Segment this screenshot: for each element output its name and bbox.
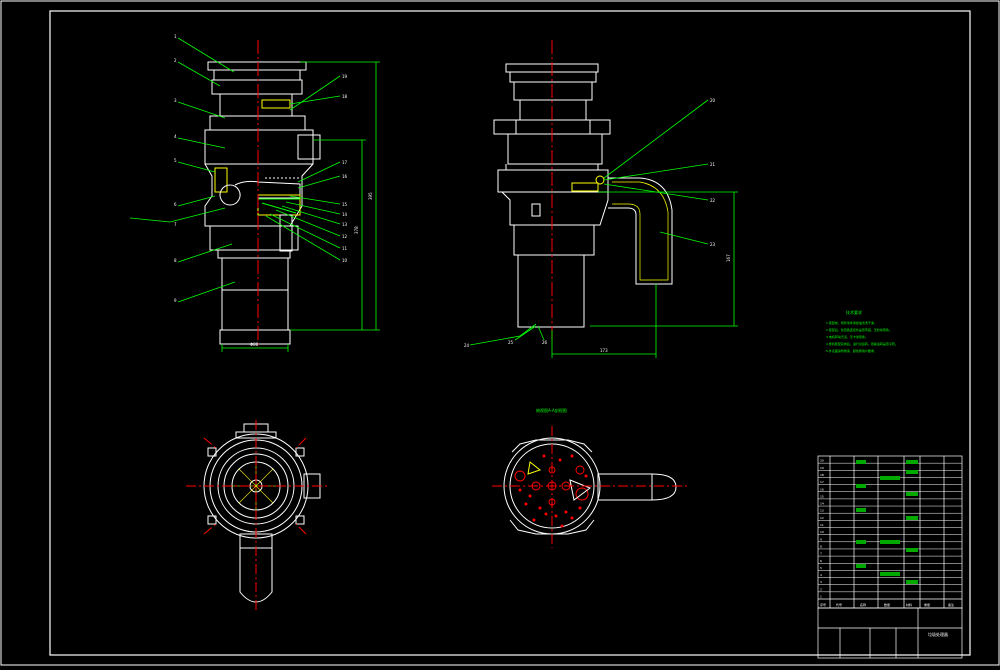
section-title: 俯视图A-A剖视图 [536, 407, 567, 413]
top-view-centerlines [186, 420, 328, 612]
label-11: 11 [342, 246, 348, 251]
notes-title: 技术要求 [846, 309, 862, 315]
bom-row-number: 14 [820, 502, 824, 506]
notes-line-1: 1.装配前，所有零件用煤油清洗干净。 [826, 320, 877, 325]
label-8: 8 [174, 258, 177, 263]
top-view [203, 423, 321, 603]
inner-frame [49, 10, 971, 656]
bom-row-number: 18 [820, 473, 824, 477]
label-7: 7 [174, 222, 177, 227]
bom-row-number: 2 [820, 587, 822, 591]
bom-row-number: 6 [820, 559, 822, 563]
bom-row-number: 13 [820, 509, 824, 513]
dim-right-width: 173 [600, 348, 608, 353]
label-14: 14 [342, 212, 348, 217]
label-2: 2 [174, 58, 177, 63]
front-dimensions [221, 61, 380, 352]
label-16: 16 [342, 174, 348, 179]
bom-row-number: 15 [820, 494, 824, 498]
label-24: 24 [464, 343, 470, 348]
bom-row-number: 7 [820, 552, 822, 556]
bom-row-number: 12 [820, 516, 824, 520]
dim-left-width: Φ88 [250, 342, 259, 347]
bom-green-marks [856, 460, 918, 584]
label-23: 23 [710, 242, 716, 247]
label-21: 21 [710, 162, 716, 167]
bom-row-number: 11 [820, 523, 824, 527]
notes-line-5: 5.外表面涂防锈漆，颜色按用户要求。 [826, 348, 877, 353]
bom-header-weight: 重量 [924, 602, 930, 607]
label-5: 5 [174, 158, 177, 163]
bom-header: 序号 代号 名称 数量 材料 重量 备注 [820, 602, 954, 607]
label-9: 9 [174, 298, 177, 303]
label-22: 22 [710, 198, 716, 203]
bom-header-material: 材料 [906, 602, 912, 607]
notes-line-4: 4.整机装配完成后，进行试运转，观察运转是否平稳。 [826, 341, 898, 346]
section-aa-dots [518, 454, 588, 528]
bom-row-number: 10 [820, 530, 824, 534]
bom-row-number: 20 [820, 459, 824, 463]
front-leaders [129, 37, 341, 303]
front-dim-text: 395 378 Φ88 [250, 192, 373, 347]
bom-row-number: 5 [820, 566, 822, 570]
bom-row-number: 8 [820, 544, 822, 548]
bill-of-materials [817, 455, 963, 659]
bom-row-number: 17 [820, 480, 824, 484]
bom-row-lines [818, 462, 962, 593]
dim-left-height: 395 [368, 192, 373, 200]
label-1: 1 [174, 34, 177, 39]
side-view [493, 63, 673, 328]
label-10: 10 [342, 258, 348, 263]
label-17: 17 [342, 160, 348, 165]
side-label-numbers: 20 21 22 23 24 25 26 167 173 [464, 98, 731, 353]
bom-row-number: 3 [820, 580, 822, 584]
label-20: 20 [710, 98, 716, 103]
label-3: 3 [174, 98, 177, 103]
front-section-view [204, 61, 321, 345]
technical-notes: 技术要求 1.装配前，所有零件用煤油清洗干净。 2.装配后，检查各连接处是否牢固… [826, 309, 898, 353]
bom-numbers: 20 19 18 17 16 15 14 13 12 11 10 9 8 7 6 5 4 3 2 1 [820, 459, 824, 599]
side-leaders [469, 99, 738, 358]
bom-header-code: 代号 [836, 602, 842, 607]
notes-line-3: 3.电机转动灵活，无卡滞现象。 [826, 334, 868, 339]
label-4: 4 [174, 134, 177, 139]
label-12: 12 [342, 234, 348, 239]
label-6: 6 [174, 202, 177, 207]
label-13: 13 [342, 222, 348, 227]
bom-row-number: 1 [820, 595, 822, 599]
bom-header-qty: 数量 [884, 602, 890, 607]
front-label-numbers: 1 2 3 4 5 6 7 8 9 19 18 17 16 15 14 13 1… [174, 34, 348, 303]
dim-left-height2: 378 [354, 226, 359, 234]
bom-row-number: 16 [820, 487, 824, 491]
bom-row-number: 19 [820, 466, 824, 470]
bom-row-number: 4 [820, 573, 822, 577]
notes-line-2: 2.装配后，检查各连接处是否牢固，无松动现象。 [826, 327, 892, 332]
label-25: 25 [508, 340, 514, 345]
section-aa-centerlines [492, 426, 690, 548]
bom-header-no: 序号 [820, 602, 826, 607]
bom-row-number: 9 [820, 537, 822, 541]
title-block-name: 垃圾处理器 [928, 631, 948, 637]
bom-header-name: 名称 [860, 602, 866, 607]
label-15: 15 [342, 202, 348, 207]
label-26: 26 [542, 340, 548, 345]
bom-header-note: 备注 [948, 602, 954, 607]
label-18: 18 [342, 94, 348, 99]
dim-right-height: 167 [726, 254, 731, 262]
label-19: 19 [342, 74, 348, 79]
